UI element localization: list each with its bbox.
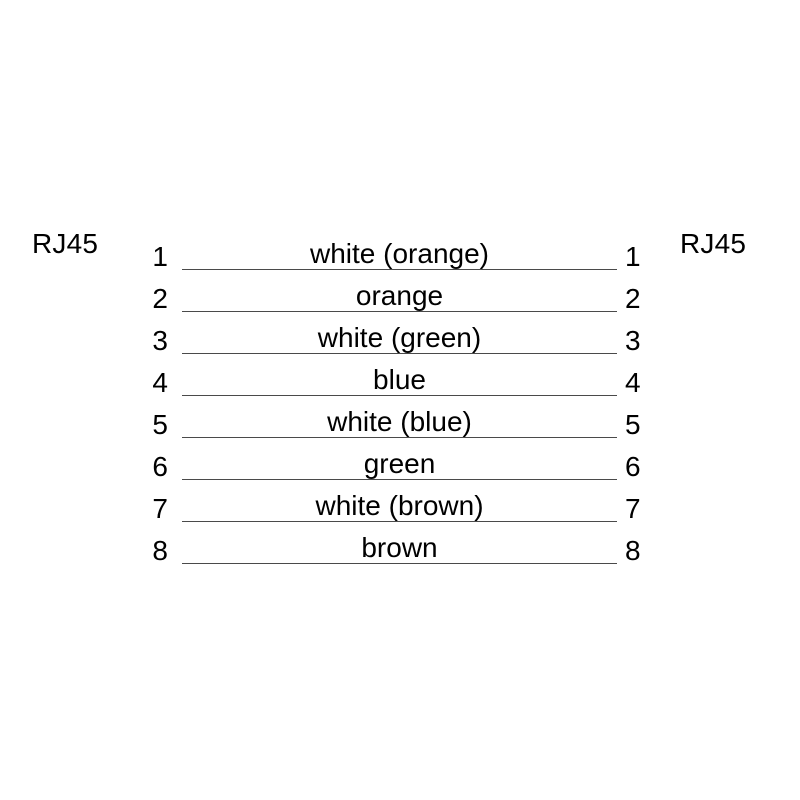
wire-line: [182, 269, 617, 270]
pin-number-left: 3: [152, 325, 168, 356]
wire-line: [182, 353, 617, 354]
wire-label: white (green): [317, 322, 482, 353]
pin-number-right: 5: [625, 409, 641, 440]
connector-label-right: RJ45: [680, 228, 747, 259]
wire-label: brown: [361, 532, 438, 563]
wire-line: [182, 479, 617, 480]
pin-number-right: 4: [625, 367, 641, 398]
pin-number-left: 2: [152, 283, 168, 314]
pin-number-right: 6: [625, 451, 641, 482]
wire-line: [182, 311, 617, 312]
connector-label-left: RJ45: [32, 228, 99, 259]
wire-label: orange: [355, 280, 444, 311]
pin-number-right: 1: [625, 241, 641, 272]
pin-number-left: 7: [152, 493, 168, 524]
wire-line: [182, 521, 617, 522]
pin-number-left: 5: [152, 409, 168, 440]
wire-label: green: [363, 448, 436, 479]
wire-line: [182, 437, 617, 438]
pin-number-right: 8: [625, 535, 641, 566]
wire-label: blue: [373, 364, 426, 395]
pin-number-left: 8: [152, 535, 168, 566]
wire-label: white (blue): [327, 406, 472, 437]
pin-number-left: 4: [152, 367, 168, 398]
pin-number-left: 1: [152, 241, 168, 272]
pin-number-right: 2: [625, 283, 641, 314]
wire-line: [182, 563, 617, 564]
wire-label: white (brown): [315, 490, 484, 521]
wire-line: [182, 395, 617, 396]
pin-number-right: 7: [625, 493, 641, 524]
pin-number-left: 6: [152, 451, 168, 482]
wire-label: white (orange): [310, 238, 489, 269]
pin-number-right: 3: [625, 325, 641, 356]
